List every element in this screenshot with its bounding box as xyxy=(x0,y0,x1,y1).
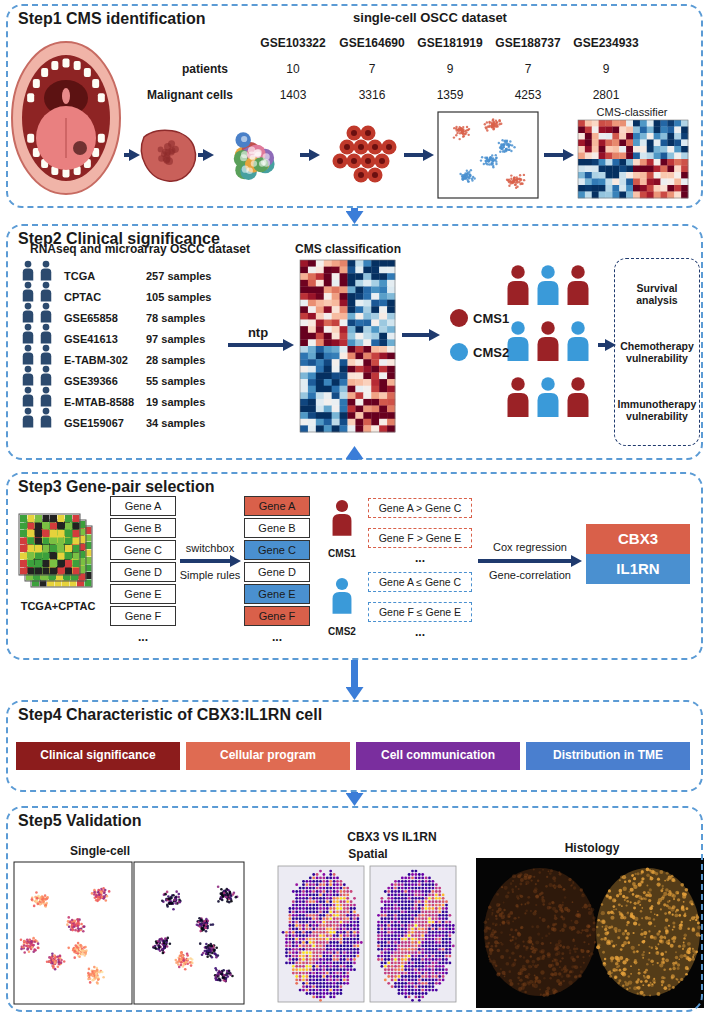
page: Step1 CMS identificationStep2 Clinical s… xyxy=(0,0,709,1016)
